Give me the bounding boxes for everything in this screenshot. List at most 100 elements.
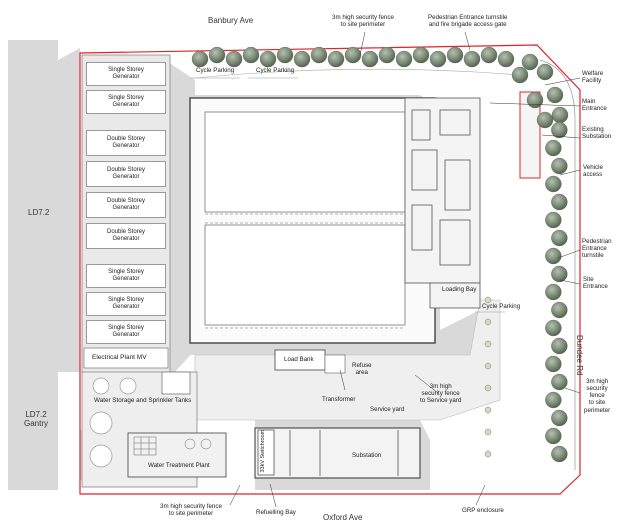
tree-icon <box>484 384 492 392</box>
tree-icon <box>511 66 529 84</box>
generator-6: Double Storey Generator <box>86 223 166 249</box>
tree-icon <box>242 46 260 64</box>
tree-icon <box>545 427 562 445</box>
tree-icon <box>484 296 492 304</box>
generator-3: Double Storey Generator <box>86 130 166 156</box>
tree-icon <box>545 247 562 265</box>
cycle-parking-label-3: Cycle Parking <box>482 303 521 310</box>
tree-icon <box>551 106 569 124</box>
tree-icon <box>521 53 539 71</box>
street-south: Oxford Ave <box>323 513 363 522</box>
generator-label: Single Storey Generator <box>108 67 144 80</box>
pump-box <box>161 371 191 395</box>
tree-icon <box>551 157 568 175</box>
existing-substation-label: Existing Substation <box>582 126 612 141</box>
tree-icon <box>551 265 568 283</box>
tree-icon <box>545 391 562 409</box>
tree-icon <box>378 46 396 64</box>
service-core <box>404 97 481 309</box>
switchroom-label: 33kV Switchroom <box>260 429 267 473</box>
tree-icon <box>551 373 568 391</box>
loading-bay-label: Loading Bay <box>442 286 477 293</box>
generator-8: Single Storey Generator <box>86 292 166 316</box>
tree-icon <box>551 337 568 355</box>
tree-icon <box>551 409 568 427</box>
tree-icon <box>484 450 492 458</box>
water-treatment-label: Water Treatment Plant <box>148 462 210 469</box>
north-path <box>194 68 521 79</box>
water-tanks <box>89 377 137 468</box>
generator-label: Single Storey Generator <box>108 325 144 338</box>
tree-icon <box>536 111 554 129</box>
generator-label: Double Storey Generator <box>106 167 146 180</box>
load-bank-label: Load Bank <box>284 356 314 363</box>
generator-2: Single Storey Generator <box>86 90 166 114</box>
main-entrance-label: Main Entrance <box>582 98 607 113</box>
generator-1: Single Storey Generator <box>86 62 166 86</box>
tree-icon <box>551 229 568 247</box>
east-access-road <box>539 59 576 470</box>
service-yard-area <box>194 299 501 421</box>
cycle-parking-label-1: Cycle Parking <box>196 67 235 74</box>
street-north: Banbury Ave <box>208 16 254 25</box>
zone-west-bottom: LD7.2 Gantry <box>24 410 49 429</box>
generator-label: Single Storey Generator <box>108 95 144 108</box>
data-hall-north <box>204 111 406 213</box>
tree-icon <box>484 406 492 414</box>
welfare-label: Welfare Facility <box>582 70 604 85</box>
generator-7: Single Storey Generator <box>86 264 166 288</box>
fence-north-label: 3m high security fence to site perimeter <box>332 14 394 29</box>
tree-icon <box>310 46 328 64</box>
tree-icon <box>551 445 568 463</box>
tree-icon <box>480 46 498 64</box>
existing-substation-box <box>519 91 541 179</box>
refuse-area-label: Refuse area <box>352 362 372 377</box>
grp-enclosure-label: GRP enclosure <box>462 507 504 514</box>
tree-icon <box>293 50 311 68</box>
pedestrian-turnstile-east-label: Pedestrian Entrance turnstile <box>582 238 612 260</box>
tree-icon <box>545 319 562 337</box>
generator-label: Single Storey Generator <box>108 269 144 282</box>
tree-icon <box>395 50 413 68</box>
tree-icon <box>429 50 447 68</box>
generator-label: Double Storey Generator <box>106 198 146 211</box>
vehicle-access-label: Vehicle access <box>583 164 603 179</box>
substation-label: Substation <box>352 452 382 459</box>
fence-south-label: 3m high security fence to site perimeter <box>160 503 222 518</box>
tree-icon <box>484 340 492 348</box>
tree-icon <box>327 50 345 68</box>
tree-icon <box>225 50 243 68</box>
water-storage-label: Water Storage and Sprinkler Tanks <box>94 397 192 404</box>
tree-icon <box>551 121 568 139</box>
zone-west-top: LD7.2 <box>28 208 50 217</box>
cycle-parking-marks <box>190 77 505 313</box>
tree-icon <box>551 301 568 319</box>
pedestrian-gate-north-label: Pedestrian Entrance turnstile and fire b… <box>428 14 508 29</box>
tree-icon <box>545 175 562 193</box>
tree-icon <box>536 63 554 81</box>
service-yard-label: Service yard <box>370 406 405 413</box>
refuse-box <box>324 354 346 374</box>
generator-label: Double Storey Generator <box>106 229 146 242</box>
switchroom-box <box>257 429 275 476</box>
generator-label: Double Storey Generator <box>106 136 146 149</box>
tree-icon <box>259 50 277 68</box>
generator-5: Double Storey Generator <box>86 192 166 218</box>
tree-icon <box>191 50 209 68</box>
site-boundary <box>79 44 581 495</box>
fence-service-yard-label: 3m high security fence to Service yard <box>420 383 462 405</box>
electrical-plant-box <box>83 347 169 369</box>
generator-9: Single Storey Generator <box>86 320 166 344</box>
water-treatment-grid <box>133 436 212 456</box>
tree-icon <box>545 355 562 373</box>
leader-lines <box>229 31 581 508</box>
street-east: Dundee Rd <box>575 335 584 376</box>
trees <box>191 46 569 463</box>
tree-icon <box>497 50 515 68</box>
tree-icon <box>526 91 544 109</box>
transformer-label: Transformer <box>322 396 356 403</box>
tree-icon <box>545 139 562 157</box>
generator-label: Single Storey Generator <box>108 297 144 310</box>
tree-icon <box>446 46 464 64</box>
generator-4: Double Storey Generator <box>86 161 166 187</box>
